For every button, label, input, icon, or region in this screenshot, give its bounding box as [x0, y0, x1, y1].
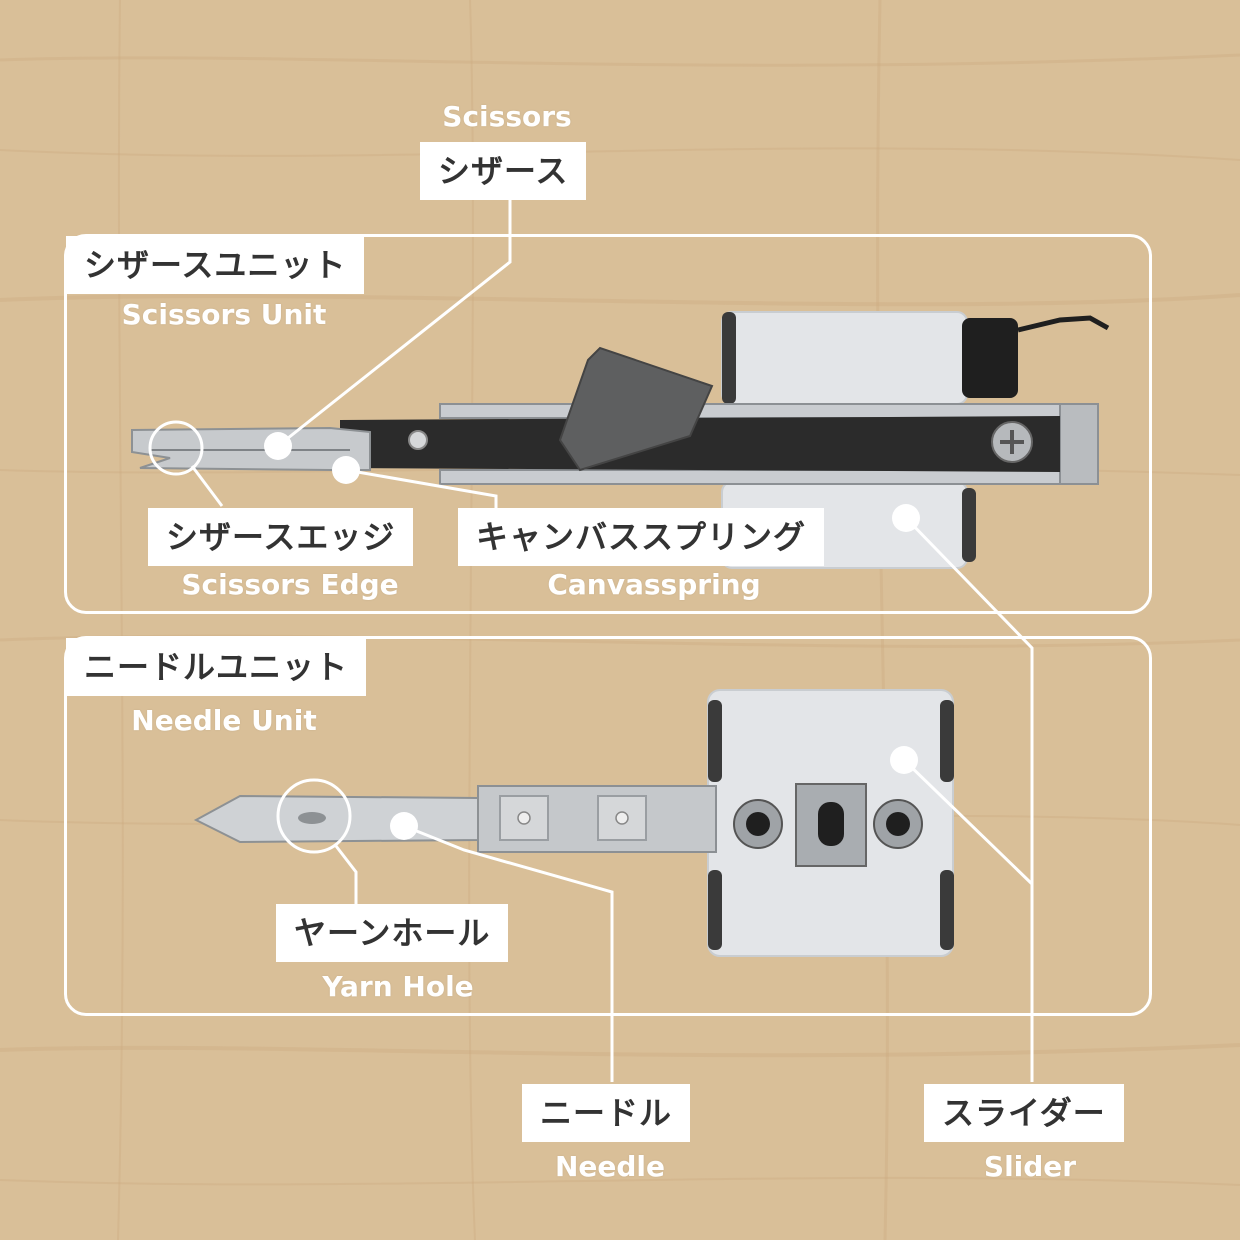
yarn-hole-leader-line [334, 845, 358, 904]
callout-dot [890, 746, 918, 774]
needle-unit-frame [64, 636, 1152, 1016]
scissors-edge-jp-label: シザースエッジ [148, 508, 414, 566]
scissors-unit-jp-label: シザースユニット [66, 236, 365, 294]
needle-jp-label: ニードル [522, 1084, 691, 1142]
scissors-edge-leader-line [190, 465, 224, 507]
callout-ring [276, 778, 352, 854]
canvas-spring-jp-label: キャンバススプリング [458, 508, 825, 566]
needle-unit-en-label: Needle Unit [131, 704, 317, 737]
scissors-leader-line [277, 198, 512, 448]
needle-en-label: Needle [554, 1150, 666, 1183]
needle-leader-line [403, 824, 614, 1082]
scissors-unit-en-label: Scissors Unit [121, 298, 327, 331]
needle-unit-jp-label: ニードルユニット [66, 638, 367, 696]
scissors-edge-en-label: Scissors Edge [181, 568, 399, 601]
yarn-hole-en-label: Yarn Hole [322, 970, 474, 1003]
callout-dot [390, 812, 418, 840]
slider-leader-line-top [904, 516, 1034, 1082]
callout-ring [148, 420, 204, 476]
callout-dot [332, 456, 360, 484]
scissors-en-label: Scissors [442, 100, 572, 133]
slider-leader-line-bottom [902, 758, 1034, 886]
slider-en-label: Slider [983, 1150, 1077, 1183]
canvas-spring-en-label: Canvasspring [547, 568, 761, 601]
callout-dot [892, 504, 920, 532]
scissors-jp-label: シザース [420, 142, 587, 200]
scissors-unit-frame [64, 234, 1152, 614]
callout-dot [264, 432, 292, 460]
yarn-hole-jp-label: ヤーンホール [276, 904, 509, 962]
slider-jp-label: スライダー [924, 1084, 1124, 1142]
canvas-spring-leader-line [345, 468, 498, 508]
